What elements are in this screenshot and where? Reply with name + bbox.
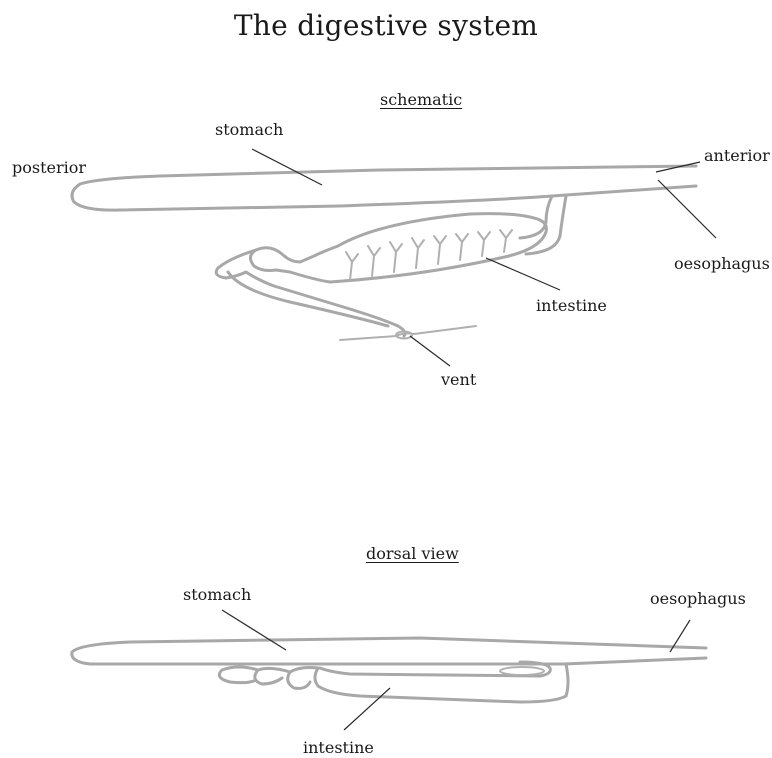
dorsal-drawing [72,610,706,730]
schematic-stomach-leader [252,149,322,185]
dorsal-intestine-outer [315,664,568,702]
schematic-drawing [72,149,716,366]
schematic-intestine-leader [486,258,560,290]
schematic-oesophagus-leader [658,180,716,238]
schematic-vent-leader [410,336,450,366]
schematic-stomach [72,166,696,210]
dorsal-stomach [72,638,706,664]
dorsal-intestine-tip [500,667,544,675]
dorsal-rectum [219,667,318,688]
dorsal-stomach-leader [222,610,286,650]
